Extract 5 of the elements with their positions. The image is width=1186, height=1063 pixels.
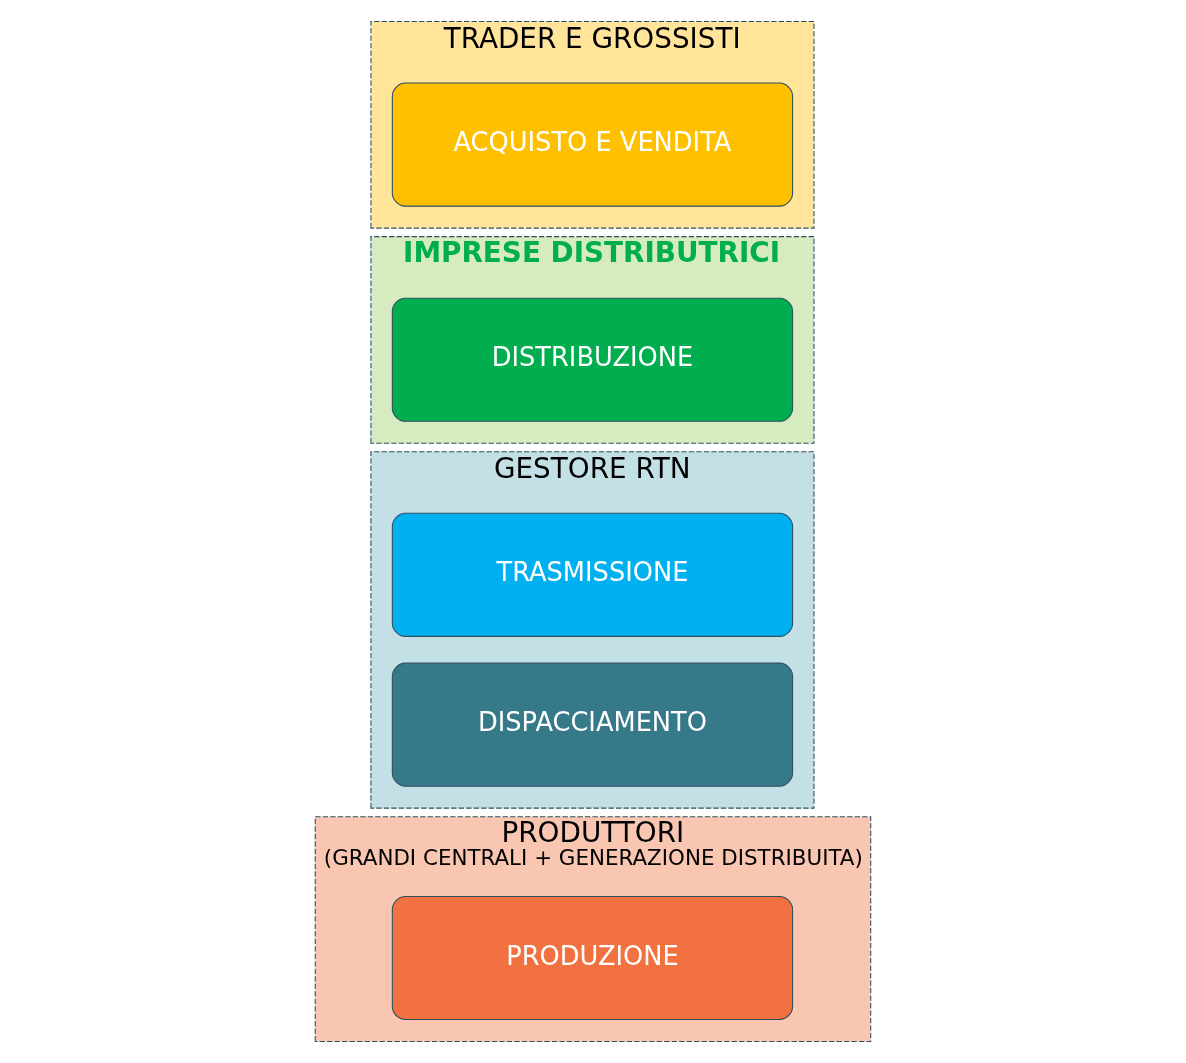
node-box: TRASMISSIONE <box>391 512 794 637</box>
node-box: DISPACCIAMENTO <box>391 662 794 787</box>
node-box: ACQUISTO E VENDITA <box>391 82 794 207</box>
node-box: DISTRIBUZIONE <box>391 297 794 422</box>
node-box: PRODUZIONE <box>391 895 794 1021</box>
